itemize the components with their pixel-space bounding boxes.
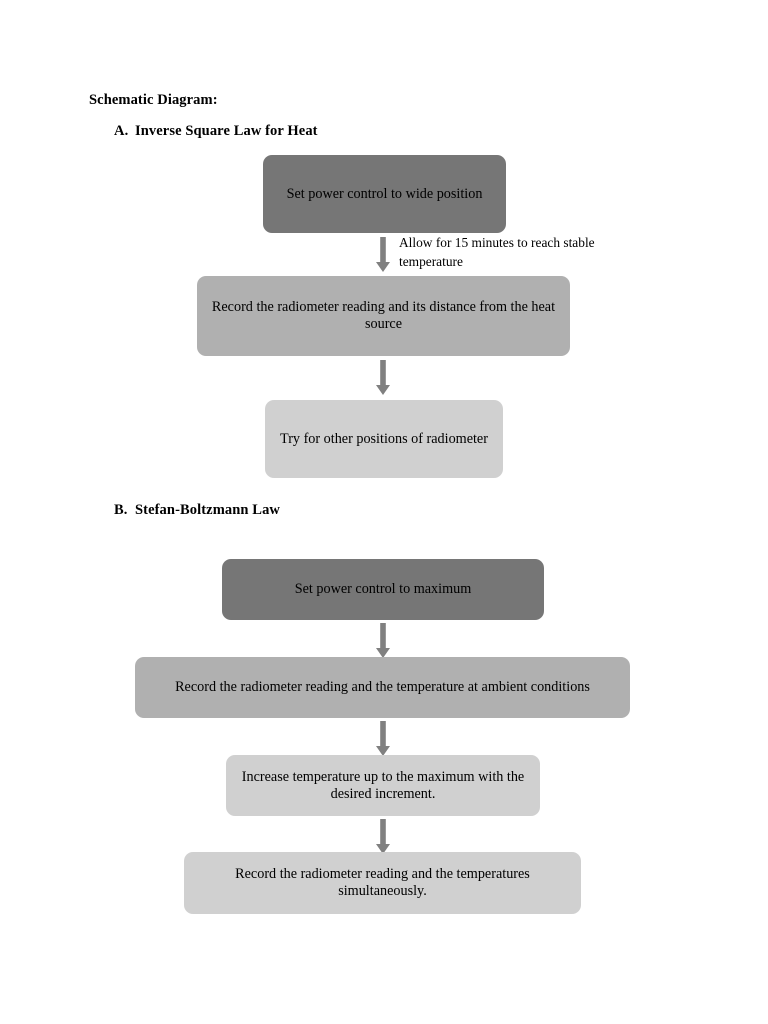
section-heading-b: B. Stefan-Boltzmann Law	[114, 502, 280, 519]
arrow-down-icon	[374, 623, 392, 659]
flow-step-b1: Set power control to maximum	[222, 559, 544, 620]
section-title-a: Inverse Square Law for Heat	[135, 123, 318, 139]
annotation-allow-15-minutes: Allow for 15 minutes to reach stable tem…	[399, 235, 595, 270]
section-marker-a: A.	[114, 123, 129, 139]
flow-step-b2: Record the radiometer reading and the te…	[135, 657, 630, 718]
arrow-down-icon	[374, 237, 392, 273]
arrow-down-icon	[374, 721, 392, 757]
section-title-b: Stefan-Boltzmann Law	[135, 502, 280, 518]
flow-step-b3: Increase temperature up to the maximum w…	[226, 755, 540, 816]
arrow-down-icon	[374, 360, 392, 396]
section-marker-b: B.	[114, 502, 128, 518]
flow-step-a2: Record the radiometer reading and its di…	[197, 276, 570, 356]
flow-step-a1: Set power control to wide position	[263, 155, 506, 233]
flow-step-a3: Try for other positions of radiometer	[265, 400, 503, 478]
page-title: Schematic Diagram:	[89, 92, 218, 108]
arrow-down-icon	[374, 819, 392, 855]
section-heading-a: A. Inverse Square Law for Heat	[114, 123, 318, 140]
flow-step-b4: Record the radiometer reading and the te…	[184, 852, 581, 914]
